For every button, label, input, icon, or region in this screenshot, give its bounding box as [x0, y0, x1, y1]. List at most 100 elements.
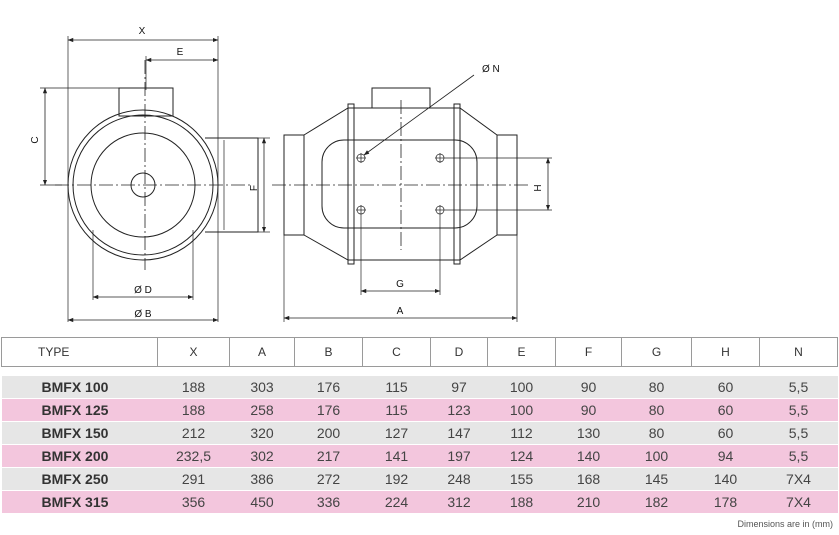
dimension-cell: 90 [555, 398, 622, 422]
column-header: N [759, 337, 838, 367]
dimension-cell: 356 [157, 490, 230, 514]
dimension-cell: 115 [362, 375, 431, 399]
dimension-cell: 140 [691, 467, 760, 491]
dimension-cell: 224 [362, 490, 431, 514]
dimension-cell: 60 [691, 398, 760, 422]
dimension-cell: 7X4 [759, 490, 838, 514]
dimension-cell: 100 [487, 398, 556, 422]
dimension-cell: 141 [362, 444, 431, 468]
dimension-cell: 217 [294, 444, 363, 468]
dimension-cell: 127 [362, 421, 431, 445]
table-spacer [1, 366, 838, 376]
dimension-cell: 303 [229, 375, 295, 399]
model-name-cell: BMFX 315 [1, 490, 158, 514]
column-header: E [487, 337, 556, 367]
dimension-cell: 336 [294, 490, 363, 514]
dimension-cell: 97 [430, 375, 488, 399]
dimension-cell: 80 [621, 375, 692, 399]
dim-label-x: X [139, 26, 146, 37]
dimension-cell: 312 [430, 490, 488, 514]
dimension-cell: 7X4 [759, 467, 838, 491]
dimension-cell: 100 [621, 444, 692, 468]
dim-label-e: E [177, 47, 184, 58]
dimension-cell: 176 [294, 398, 363, 422]
dimension-cell: 210 [555, 490, 622, 514]
dim-label-h: H [533, 184, 544, 191]
column-header: F [555, 337, 622, 367]
dim-label-a: A [397, 306, 404, 317]
dimension-cell: 140 [555, 444, 622, 468]
technical-drawing: X E C F Ø D Ø B [30, 26, 552, 323]
dimension-cell: 94 [691, 444, 760, 468]
column-header: D [430, 337, 488, 367]
dimension-cell: 5,5 [759, 444, 838, 468]
dimension-cell: 320 [229, 421, 295, 445]
side-view: Ø N H G A [272, 64, 552, 322]
dimension-cell: 80 [621, 421, 692, 445]
dimension-cell: 232,5 [157, 444, 230, 468]
dimension-cell: 291 [157, 467, 230, 491]
dimension-cell: 188 [487, 490, 556, 514]
model-name-cell: BMFX 250 [1, 467, 158, 491]
dimension-cell: 212 [157, 421, 230, 445]
column-header: H [691, 337, 760, 367]
mount-hole [435, 205, 445, 215]
mount-hole [356, 205, 366, 215]
dimension-cell: 176 [294, 375, 363, 399]
model-name-cell: BMFX 150 [1, 421, 158, 445]
dim-label-g: G [396, 279, 404, 290]
dimension-cell: 130 [555, 421, 622, 445]
front-view: X E C F Ø D Ø B [30, 26, 270, 323]
dimension-cell: 302 [229, 444, 295, 468]
dimension-cell: 115 [362, 398, 431, 422]
dimension-cell: 123 [430, 398, 488, 422]
dimension-cell: 168 [555, 467, 622, 491]
dimension-cell: 200 [294, 421, 363, 445]
dimension-cell: 124 [487, 444, 556, 468]
dimension-cell: 386 [229, 467, 295, 491]
dim-label-b: Ø B [134, 309, 152, 320]
dimension-cell: 100 [487, 375, 556, 399]
dimension-cell: 90 [555, 375, 622, 399]
units-footnote: Dimensions are in (mm) [737, 519, 833, 529]
dimension-cell: 188 [157, 375, 230, 399]
column-header: X [157, 337, 230, 367]
dimension-cell: 258 [229, 398, 295, 422]
column-header: G [621, 337, 692, 367]
dimension-cell: 5,5 [759, 375, 838, 399]
dimension-cell: 450 [229, 490, 295, 514]
dimension-cell: 192 [362, 467, 431, 491]
dimension-cell: 182 [621, 490, 692, 514]
model-name-cell: BMFX 125 [1, 398, 158, 422]
model-name-cell: BMFX 100 [1, 375, 158, 399]
dimension-cell: 155 [487, 467, 556, 491]
dimension-cell: 178 [691, 490, 760, 514]
dimension-cell: 60 [691, 375, 760, 399]
dimension-cell: 272 [294, 467, 363, 491]
dimension-cell: 197 [430, 444, 488, 468]
dim-label-f: F [249, 185, 260, 191]
dimension-cell: 5,5 [759, 421, 838, 445]
dimension-cell: 248 [430, 467, 488, 491]
dim-label-n: Ø N [482, 64, 500, 75]
dim-label-d: Ø D [134, 285, 152, 296]
model-name-cell: BMFX 200 [1, 444, 158, 468]
dimension-cell: 60 [691, 421, 760, 445]
dimension-cell: 147 [430, 421, 488, 445]
mount-hole [356, 153, 366, 163]
dimension-cell: 112 [487, 421, 556, 445]
dimension-cell: 188 [157, 398, 230, 422]
column-header: TYPE [1, 337, 158, 367]
mount-hole [435, 153, 445, 163]
column-header: A [229, 337, 295, 367]
table-header-row: TYPE X A B C D E F G H N [1, 337, 838, 367]
dim-label-c: C [30, 136, 41, 143]
